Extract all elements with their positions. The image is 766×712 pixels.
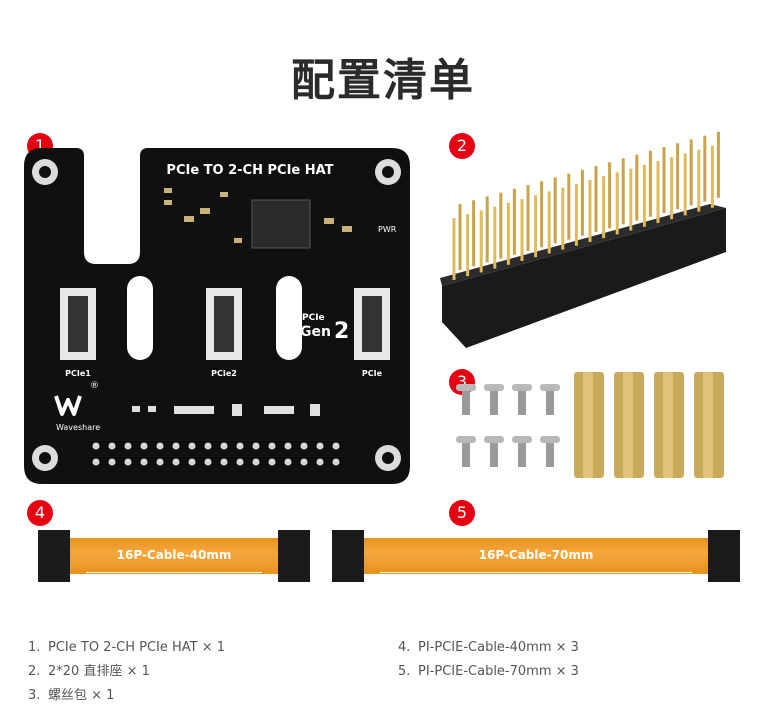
cable-40mm-image: 16P-Cable-40mm <box>38 530 310 582</box>
board-pwr-label: PWR <box>378 225 397 234</box>
screw-head <box>484 384 504 391</box>
list-item-number: 5. <box>398 664 411 679</box>
list-item-number: 2. <box>28 664 41 679</box>
pin-header-image <box>440 131 726 348</box>
screw-head <box>456 384 476 391</box>
list-item-text: PI-PCIE-Cable-70mm × 3 <box>418 664 579 679</box>
board-port-label-3: PCIe <box>362 369 383 378</box>
screw-pack-image <box>456 372 724 478</box>
cable-70mm-band <box>356 538 716 574</box>
list-item-text: 螺丝包 × 1 <box>48 688 115 703</box>
brand-trademark: ® <box>90 381 99 391</box>
package-list-right: 4. PI-PCIE-Cable-40mm × 3 5. PI-PCIE-Cable… <box>398 636 579 684</box>
cable-40mm-connector-right <box>278 530 310 582</box>
screw-thread <box>462 391 470 415</box>
board-gen-word: Gen <box>300 324 331 340</box>
cable-70mm-dimension-line <box>380 572 692 573</box>
screw-thread <box>546 391 554 415</box>
board-port-label-1: PCIe1 <box>65 369 91 378</box>
brass-standoff-highlight <box>703 372 713 478</box>
cable-40mm-connector-left <box>38 530 70 582</box>
board-port-label-2: PCIe2 <box>211 369 237 378</box>
cable-70mm-label: 16P-Cable-70mm <box>478 548 594 562</box>
screw-thread <box>518 391 526 415</box>
list-item: 5. PI-PCIE-Cable-70mm × 3 <box>398 660 579 684</box>
cable-70mm-connector-right <box>708 530 740 582</box>
item-badge-2: 2 <box>449 133 475 159</box>
cable-40mm-dimension-line <box>86 572 262 573</box>
list-item-text: 2*20 直排座 × 1 <box>48 664 150 679</box>
list-item-number: 4. <box>398 640 411 655</box>
waveshare-logo-icon <box>54 395 82 416</box>
board-title: PCIe TO 2-CH PCIe HAT <box>166 163 333 178</box>
list-item: 2. 2*20 直排座 × 1 <box>28 660 225 684</box>
list-item-text: PCIe TO 2-CH PCIe HAT × 1 <box>48 640 226 655</box>
cable-40mm-label: 16P-Cable-40mm <box>116 548 232 562</box>
screw-head <box>540 436 560 443</box>
brass-standoff-highlight <box>583 372 593 478</box>
list-item: 4. PI-PCIE-Cable-40mm × 3 <box>398 636 579 660</box>
screw-head <box>512 436 532 443</box>
brass-standoff-highlight <box>623 372 633 478</box>
board-gen-number: 2 <box>334 319 349 344</box>
list-item: 3. 螺丝包 × 1 <box>28 684 225 708</box>
cable-40mm-band <box>62 538 286 574</box>
screw-thread <box>462 443 470 467</box>
list-item: 1. PCIe TO 2-CH PCIe HAT × 1 <box>28 636 225 660</box>
list-item-number: 3. <box>28 688 41 703</box>
screw-head <box>512 384 532 391</box>
item-badge-4: 4 <box>27 500 53 526</box>
package-list-left: 1. PCIe TO 2-CH PCIe HAT × 1 2. 2*20 直排座 ×… <box>28 636 225 708</box>
screw-head <box>484 436 504 443</box>
brass-standoff-highlight <box>663 372 673 478</box>
list-item-number: 1. <box>28 640 41 655</box>
item-badge-5: 5 <box>449 500 475 526</box>
screw-head <box>456 436 476 443</box>
pcie-hat-board-image: PCIe TO 2-CH PCIe HAT PWR PCIe1 PCIe2 PC… <box>24 148 410 484</box>
screw-thread <box>518 443 526 467</box>
board-brand: Waveshare <box>56 423 100 432</box>
screw-thread <box>546 443 554 467</box>
list-item-text: PI-PCIE-Cable-40mm × 3 <box>418 640 579 655</box>
screw-head <box>540 384 560 391</box>
board-gen-prefix: PCIe <box>302 313 325 323</box>
screw-thread <box>490 391 498 415</box>
cable-70mm-image: 16P-Cable-70mm <box>332 530 740 582</box>
page-title: 配置清单 <box>291 55 475 106</box>
screw-thread <box>490 443 498 467</box>
cable-70mm-connector-left <box>332 530 364 582</box>
